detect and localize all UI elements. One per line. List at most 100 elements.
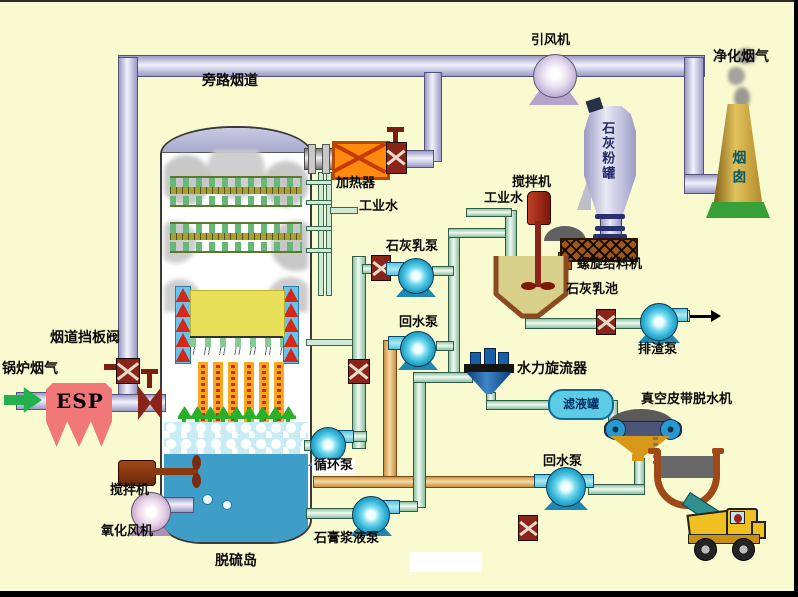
powder-pile — [544, 226, 586, 241]
pipe-bypass-vertical — [118, 57, 138, 398]
damper-valve-label: 烟道挡板阀 — [50, 330, 120, 346]
foam-layer — [164, 422, 308, 456]
wash-rail-stub — [306, 248, 332, 253]
wash-rail-stub — [306, 200, 332, 205]
heater-label: 加热器 — [336, 176, 376, 191]
lime-slurry-pump — [398, 258, 434, 294]
chimney-base — [706, 202, 770, 218]
heater-valve-handle — [387, 127, 404, 132]
pool-agitator-shaft — [535, 221, 541, 287]
id-fan — [533, 54, 577, 98]
riser-valve — [348, 359, 370, 384]
id-fan-label: 引风机 — [531, 33, 571, 48]
gypsum-pump-label: 石膏浆液泵 — [314, 531, 380, 546]
demister-bar — [170, 233, 302, 240]
pipe-industrial-water-pool — [466, 208, 512, 217]
pipe-cyclone-feed — [413, 372, 473, 383]
damper-valve-handle — [104, 364, 118, 370]
agitator-blade — [192, 455, 201, 470]
slurry-stream-column — [258, 362, 269, 424]
truck-driver — [734, 514, 742, 523]
clean-gas-label: 净化烟气 — [713, 49, 769, 65]
pipe-chimney-down — [684, 57, 704, 193]
duct-flange — [308, 144, 316, 174]
cyclone-bar — [464, 364, 514, 373]
lime-pump-label: 石灰乳泵 — [386, 239, 439, 254]
silo-flange — [593, 234, 627, 240]
esp-label: ESP — [56, 389, 104, 413]
filtrate-tank-label: 滤液罐 — [562, 396, 599, 411]
return-pump-upper-label: 回水泵 — [399, 315, 439, 330]
agitator-blade — [192, 473, 201, 488]
slag-pump-label: 排渣泵 — [638, 342, 678, 357]
tank-agitator-label: 搅拌机 — [110, 483, 150, 498]
gypsum-slurry-pump — [352, 496, 390, 534]
circulation-pump-label: 循环泵 — [312, 458, 356, 474]
hydrocyclone-cone — [466, 372, 512, 394]
pipe-lime-suction-riser — [448, 231, 460, 381]
gas-riser-channel — [175, 286, 191, 364]
bucket-slag — [661, 456, 713, 478]
vacuum-belt-label: 真空皮带脱水机 — [641, 392, 733, 407]
oxidation-fan — [131, 492, 171, 532]
demister-spray-row — [170, 176, 302, 187]
spray-jets — [190, 347, 283, 355]
silo-flange — [595, 214, 625, 219]
screw-feeder — [560, 238, 638, 262]
slurry-stream-column — [273, 362, 284, 424]
pipe-return-upper-discharge — [436, 341, 454, 351]
filtrate-tank: 滤液罐 — [548, 389, 614, 420]
bypass-damper-valve — [116, 358, 140, 384]
inlet-valve-stem — [147, 372, 152, 388]
wash-rail-stub — [306, 180, 332, 185]
slurry-stream-column — [198, 362, 208, 424]
lime-pool-label: 石灰乳池 — [566, 282, 619, 297]
truck-wheel — [694, 538, 717, 561]
pool-agitator-motor — [527, 191, 551, 225]
fgd-island-label: 脱硫岛 — [215, 553, 257, 569]
spray-header-feed — [306, 339, 356, 346]
pipe-gypsum-pump-inlet — [306, 508, 358, 519]
pool-agitator-label: 搅拌机 — [512, 175, 552, 190]
pipe-main-riser — [352, 256, 366, 449]
chimney-label: 烟囱 — [730, 150, 747, 188]
pipe-return-riser-orange — [383, 340, 397, 485]
return-pump-lower-label: 回水泵 — [543, 454, 583, 469]
air-bubble — [222, 500, 232, 510]
circulation-pump — [310, 427, 346, 463]
air-bubble — [202, 494, 213, 505]
wash-header-pipe — [326, 172, 332, 296]
border-right — [794, 0, 798, 597]
esp-unit: ESP — [46, 383, 112, 447]
demister-spray-row — [170, 242, 302, 253]
belt-roller — [660, 419, 681, 440]
slurry-stream-column — [228, 362, 239, 424]
slag-pump — [640, 303, 678, 341]
lime-silo-label: 石灰粉罐 — [599, 121, 615, 181]
belt-funnel-stem — [632, 454, 644, 461]
demister-bar — [170, 187, 302, 194]
silo-flange — [595, 226, 625, 231]
hydrocyclone-label: 水力旋流器 — [517, 361, 587, 377]
heater-valve-stem — [393, 130, 398, 144]
slag-arrow-line — [690, 315, 712, 318]
bypass-flue-label: 旁路烟道 — [202, 73, 258, 89]
screw-feeder-label: 螺旋给料机 — [577, 257, 643, 272]
gas-riser-channel — [283, 286, 299, 364]
slurry-stream-column — [243, 362, 254, 424]
inlet-valve-handle — [141, 369, 158, 374]
heater-outlet-valve — [386, 142, 407, 174]
industrial-water-pool-label: 工业水 — [484, 191, 524, 206]
industrial-water-tower-label: 工业水 — [359, 199, 399, 214]
agitator-shaft — [152, 468, 198, 475]
wash-header-pipe — [318, 172, 324, 296]
pipe-gypsum-riser — [413, 378, 426, 508]
slag-line-valve — [596, 309, 616, 335]
pool-agitator-blade — [540, 282, 555, 290]
tower-inlet-valve — [138, 386, 162, 420]
boiler-gas-label: 锅炉烟气 — [2, 361, 58, 377]
pool-agitator-blade — [521, 282, 536, 290]
wash-rail-stub — [306, 226, 332, 231]
slag-arrow-head — [711, 310, 721, 322]
